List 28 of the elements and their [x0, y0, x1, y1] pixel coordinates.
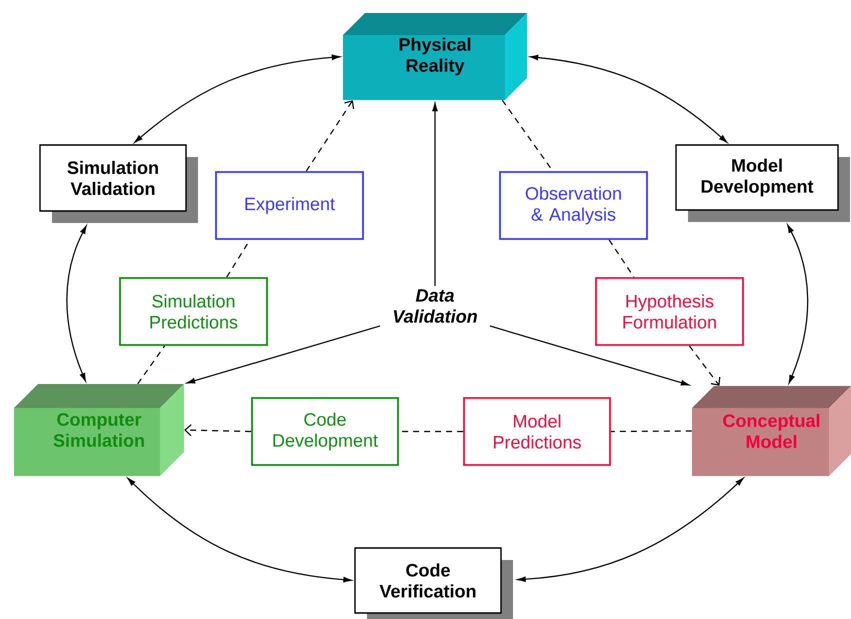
- arrow: [490, 325, 690, 386]
- arrow: [184, 424, 252, 436]
- arrow: [432, 102, 438, 286]
- block-box: Conceptual Model: [692, 386, 851, 476]
- process-box: Simulation Predictions: [119, 277, 268, 346]
- process-box: Experiment: [215, 171, 364, 240]
- process-box: Code Verification: [354, 547, 513, 619]
- arrow: [66, 226, 87, 382]
- process-box: Hypothesis Formulation: [595, 277, 744, 346]
- arrow: [127, 478, 352, 582]
- process-box: Code Development: [251, 397, 399, 466]
- arrow: [517, 478, 744, 582]
- block-box: Computer Simulation: [14, 384, 184, 476]
- arrow: [530, 54, 728, 143]
- connector-line: [137, 346, 166, 384]
- arrow: [186, 325, 380, 384]
- node-label: Data Validation: [394, 289, 477, 323]
- process-box: Model Development: [675, 144, 850, 222]
- connector-line: [610, 430, 692, 432]
- arrow: [787, 224, 808, 384]
- arrow: [306, 100, 354, 172]
- process-box: Model Predictions: [463, 397, 611, 466]
- process-box: Simulation Validation: [39, 144, 198, 223]
- process-box: Observation & Analysis: [499, 171, 648, 240]
- arrow: [134, 54, 340, 143]
- block-box: Physical Reality: [343, 13, 527, 100]
- arrow: [688, 346, 720, 386]
- connector-line: [608, 240, 634, 278]
